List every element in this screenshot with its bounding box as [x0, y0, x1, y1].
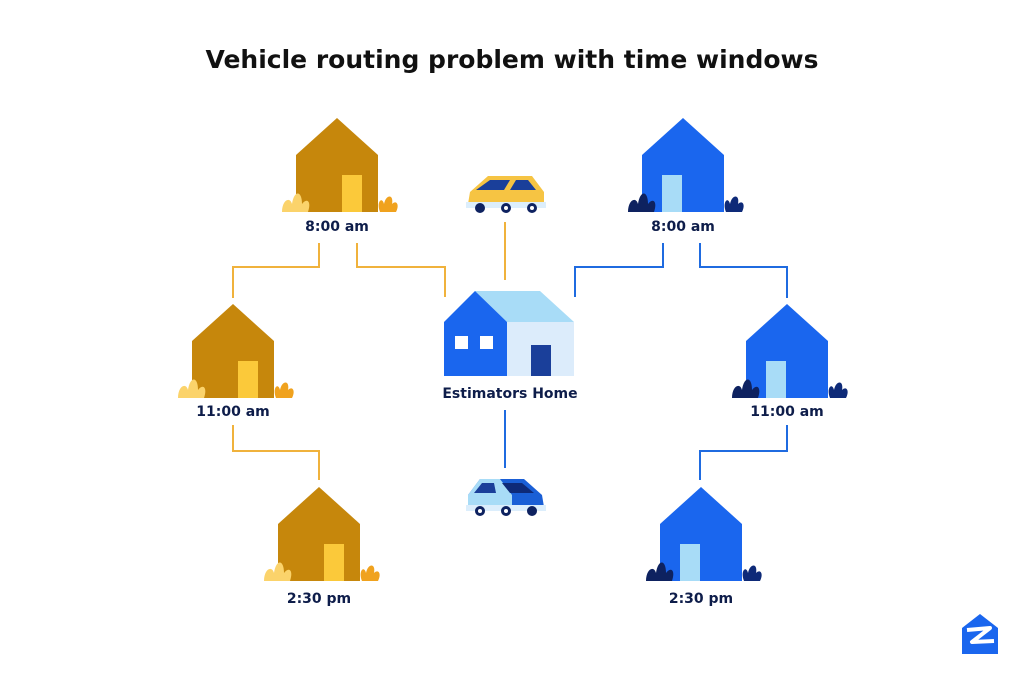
- logo-icon: [962, 614, 998, 654]
- route-line: [574, 243, 664, 297]
- estimators-home: Estimators Home: [442, 291, 578, 402]
- stop-time: 8:00 am: [651, 219, 715, 235]
- yellow-car-icon: [466, 176, 546, 213]
- route-line: [699, 243, 788, 298]
- left-stop-1: 8:00 am: [282, 118, 398, 235]
- house-icon: [282, 118, 398, 212]
- stop-time: 2:30 pm: [287, 591, 351, 607]
- home-label: Estimators Home: [442, 386, 577, 402]
- stop-time: 8:00 am: [305, 219, 369, 235]
- house-icon: [646, 487, 762, 581]
- blue-car-icon: [466, 479, 546, 516]
- left-stop-2: 11:00 am: [178, 304, 294, 420]
- right-stop-1: 8:00 am: [628, 118, 744, 235]
- route-line: [232, 243, 320, 298]
- left-route-lines: [232, 222, 506, 480]
- house-icon: [628, 118, 744, 212]
- left-stop-3: 2:30 pm: [264, 487, 380, 607]
- right-stop-3: 2:30 pm: [646, 487, 762, 607]
- route-line: [356, 243, 446, 297]
- house-icon: [732, 304, 848, 398]
- stop-time: 11:00 am: [750, 404, 823, 420]
- diagram-title: Vehicle routing problem with time window…: [205, 45, 818, 74]
- route-line: [699, 425, 788, 480]
- route-line: [232, 425, 320, 480]
- house-icon: [178, 304, 294, 398]
- stop-time: 2:30 pm: [669, 591, 733, 607]
- house-icon: [264, 487, 380, 581]
- stop-time: 11:00 am: [196, 404, 269, 420]
- right-stop-2: 11:00 am: [732, 304, 848, 420]
- right-route-lines: [504, 243, 788, 480]
